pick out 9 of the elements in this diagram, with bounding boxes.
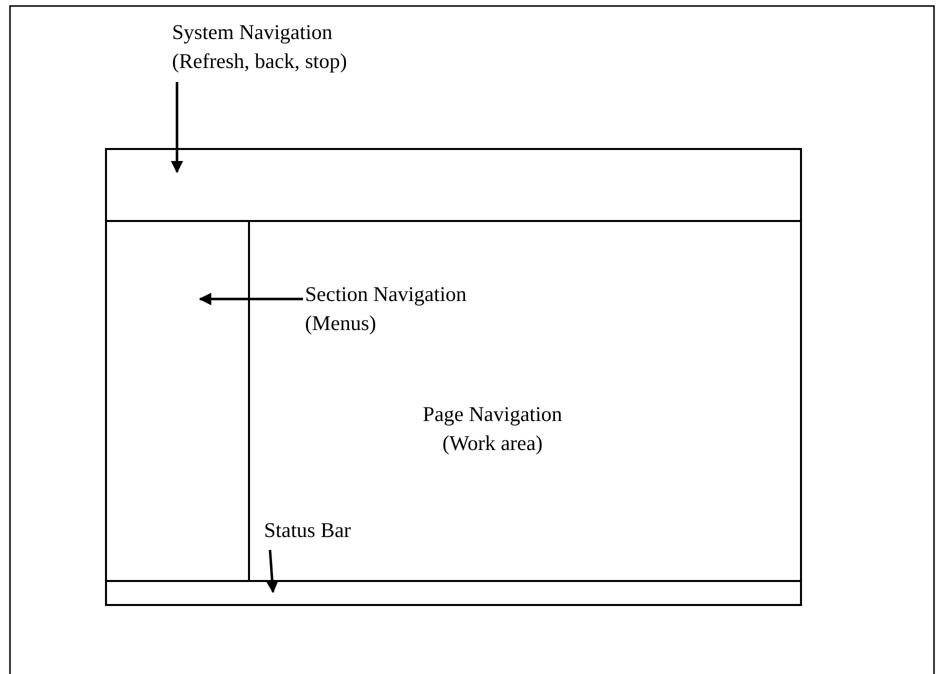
arrow <box>266 550 278 594</box>
arrow <box>198 292 303 306</box>
status-bar-panel <box>105 580 802 606</box>
callout-label: Status Bar <box>264 516 384 548</box>
callout-label: System Navigation (Refresh, back, stop) <box>172 18 412 80</box>
panel-label: Page Navigation (Work area) <box>422 401 564 457</box>
top-bar-panel <box>105 148 802 222</box>
callout-label: Section Navigation (Menus) <box>305 280 525 344</box>
arrow <box>170 82 184 174</box>
